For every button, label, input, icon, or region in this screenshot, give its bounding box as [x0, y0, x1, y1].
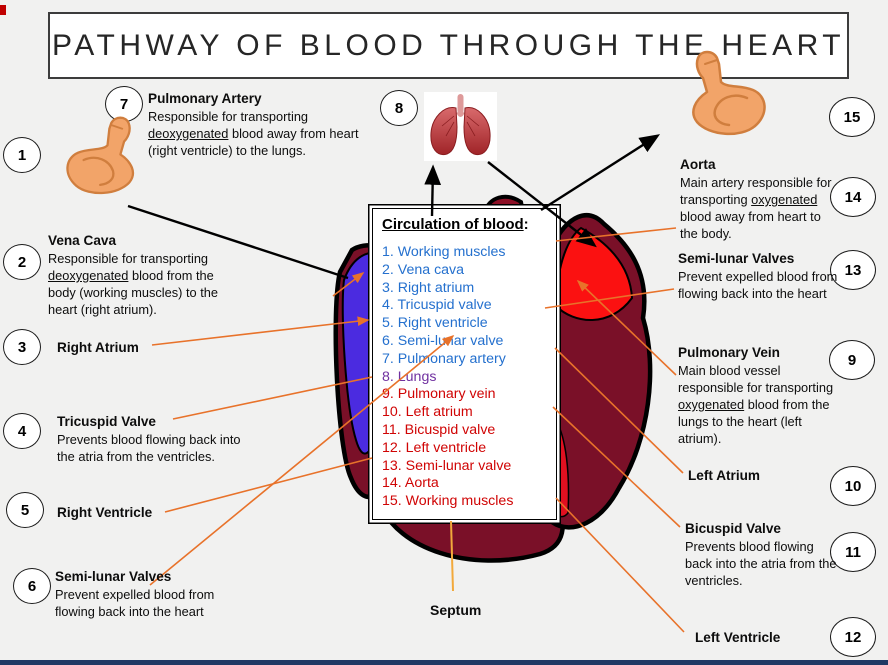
- label-title: Semi-lunar Valves: [55, 569, 172, 584]
- step-marker-8: 8: [380, 90, 418, 126]
- circulation-step-8: 8. Lungs: [382, 368, 437, 385]
- step-marker-4: 4: [3, 413, 41, 449]
- label-body: Main artery responsible for transporting…: [680, 175, 832, 242]
- circulation-step-15: 15. Working muscles: [382, 493, 514, 510]
- circulation-box: Circulation of blood: 1. Working muscles…: [372, 208, 557, 520]
- label-body: Responsible for transporting deoxygenate…: [48, 251, 218, 318]
- label-body: Prevent expelled blood from flowing back…: [55, 587, 215, 620]
- label-body: Prevent expelled blood from flowing back…: [678, 269, 838, 302]
- circulation-box-title-colon: :: [523, 216, 529, 233]
- label-title: Right Ventricle: [57, 505, 153, 520]
- step-marker-6: 6: [13, 568, 51, 604]
- label-title: Vena Cava: [48, 233, 117, 248]
- circulation-step-5: 5. Right ventricle: [382, 315, 488, 332]
- circulation-step-7: 7. Pulmonary artery: [382, 350, 506, 367]
- circulation-step-6: 6. Semi-lunar valve: [382, 332, 504, 349]
- label-semilunar-valves-right: Semi-lunar Valves Prevent expelled blood…: [678, 251, 840, 302]
- label-title: Pulmonary Vein: [678, 345, 780, 360]
- step-marker-1: 1: [3, 137, 41, 173]
- label-tricuspid-valve: Tricuspid Valve Prevents blood flowing b…: [57, 414, 259, 465]
- step-marker-10: 10: [830, 466, 876, 506]
- label-septum: Septum: [430, 602, 481, 620]
- label-title: Septum: [430, 602, 482, 618]
- label-pulmonary-artery: Pulmonary Artery Responsible for transpo…: [148, 91, 366, 159]
- lungs-icon: [424, 92, 497, 161]
- circulation-step-3: 3. Right atrium: [382, 279, 475, 296]
- step-marker-14: 14: [830, 177, 876, 217]
- flexed-biceps-icon: [66, 116, 134, 195]
- working-muscles-right: [668, 48, 786, 153]
- circulation-step-10: 10. Left atrium: [382, 404, 473, 421]
- bottom-bar: [0, 660, 888, 665]
- label-right-ventricle: Right Ventricle: [57, 505, 152, 522]
- label-body: Responsible for transporting deoxygenate…: [148, 109, 359, 159]
- label-title: Right Atrium: [57, 340, 139, 355]
- flexed-biceps-icon: [692, 50, 766, 136]
- label-vena-cava: Vena Cava Responsible for transporting d…: [48, 233, 238, 318]
- label-left-ventricle: Left Ventricle: [695, 630, 780, 647]
- label-body: Prevents blood flowing back into the atr…: [685, 539, 837, 589]
- label-aorta: Aorta Main artery responsible for transp…: [680, 157, 832, 242]
- step-marker-13: 13: [830, 250, 876, 290]
- circulation-step-1: 1. Working muscles: [382, 244, 506, 260]
- step-marker-12: 12: [830, 617, 876, 657]
- circulation-box-title-text: Circulation of blood: [382, 216, 524, 233]
- corner-mark: [0, 5, 6, 15]
- circulation-step-12: 12. Left ventricle: [382, 439, 487, 456]
- label-semilunar-valves-left: Semi-lunar Valves Prevent expelled blood…: [55, 569, 237, 620]
- circulation-step-14: 14. Aorta: [382, 475, 439, 492]
- lungs-image: [424, 92, 497, 166]
- label-title: Left Ventricle: [695, 630, 781, 645]
- step-marker-3: 3: [3, 329, 41, 365]
- circulation-step-4: 4. Tricuspid valve: [382, 297, 492, 314]
- label-title: Left Atrium: [688, 468, 760, 483]
- step-marker-5: 5: [6, 492, 44, 528]
- label-body: Prevents blood flowing back into the atr…: [57, 432, 241, 465]
- step-marker-7: 7: [105, 86, 143, 122]
- step-marker-15: 15: [829, 97, 875, 137]
- step-marker-2: 2: [3, 244, 41, 280]
- working-muscles-left: [56, 112, 148, 213]
- step-marker-9: 9: [829, 340, 875, 380]
- circulation-step-13: 13. Semi-lunar valve: [382, 457, 512, 474]
- label-title: Tricuspid Valve: [57, 414, 156, 429]
- label-title: Bicuspid Valve: [685, 521, 781, 536]
- label-body: Main blood vessel responsible for transp…: [678, 363, 834, 447]
- circulation-step-2: 2. Vena cava: [382, 261, 465, 278]
- label-right-atrium: Right Atrium: [57, 340, 139, 357]
- circulation-step-11: 11. Bicuspid valve: [382, 421, 496, 438]
- circulation-step-9: 9. Pulmonary vein: [382, 386, 496, 403]
- circulation-box-title: Circulation of blood:: [382, 216, 556, 233]
- label-title: Pulmonary Artery: [148, 91, 262, 106]
- step-marker-11: 11: [830, 532, 876, 572]
- label-title: Aorta: [680, 157, 716, 172]
- label-pulmonary-vein: Pulmonary Vein Main blood vessel respons…: [678, 345, 848, 447]
- label-left-atrium: Left Atrium: [688, 468, 760, 485]
- label-bicuspid-valve: Bicuspid Valve Prevents blood flowing ba…: [685, 521, 837, 589]
- label-title: Semi-lunar Valves: [678, 251, 795, 266]
